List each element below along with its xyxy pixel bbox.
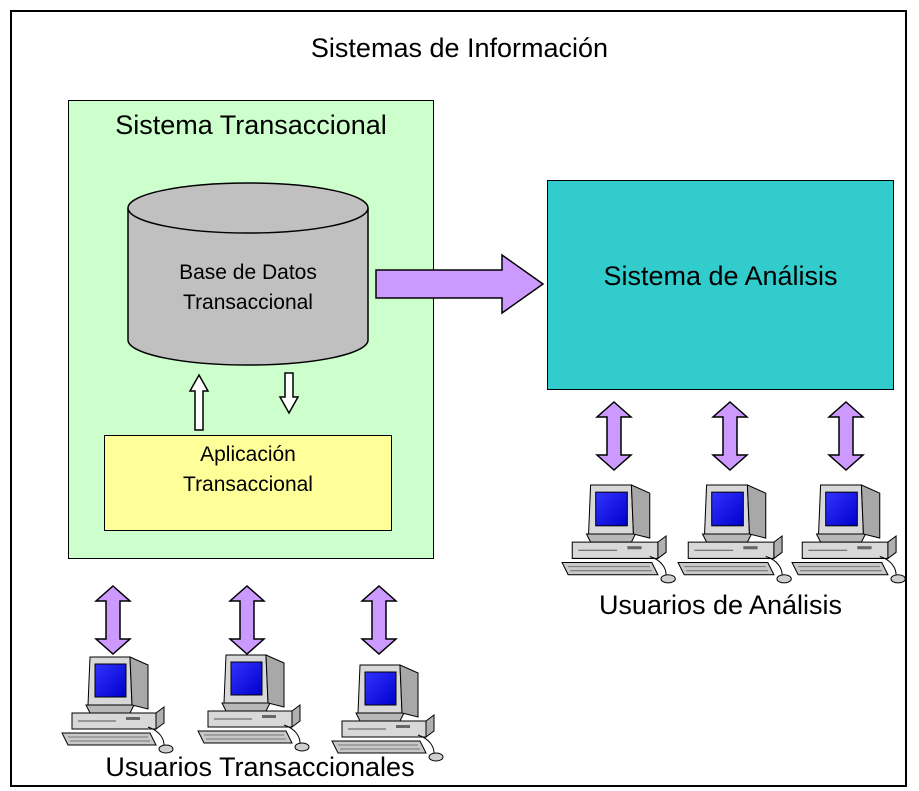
double-arrow-icon xyxy=(361,585,397,655)
database-label: Base de Datos Transaccional xyxy=(128,258,368,318)
database-label-line1: Base de Datos xyxy=(179,261,317,284)
analysis-users-label: Usuarios de Análisis xyxy=(598,590,843,620)
double-arrow-icon xyxy=(596,401,632,471)
application-label-line2: Transaccional xyxy=(183,473,313,496)
computer-icon xyxy=(197,654,310,752)
analysis-system-box xyxy=(547,180,894,390)
double-arrow-icon xyxy=(712,401,748,471)
up-arrow-icon xyxy=(188,373,210,431)
analysis-system-label: Sistema de Análisis xyxy=(603,261,838,291)
application-box xyxy=(104,435,392,531)
database-label-line2: Transaccional xyxy=(183,291,313,314)
computer-icon xyxy=(791,484,906,584)
computer-icon xyxy=(61,656,174,754)
down-arrow-icon xyxy=(278,372,300,415)
flow-arrow-icon xyxy=(375,253,545,315)
double-arrow-icon xyxy=(229,585,265,655)
computer-icon xyxy=(561,484,676,584)
double-arrow-icon xyxy=(95,585,131,655)
computer-icon xyxy=(331,664,444,762)
diagram-title: Sistemas de Información xyxy=(310,33,609,63)
application-label: Aplicación Transaccional xyxy=(104,440,392,500)
database-cylinder xyxy=(127,182,369,366)
computer-icon xyxy=(677,484,792,584)
double-arrow-icon xyxy=(828,401,864,471)
application-label-line1: Aplicación xyxy=(200,443,296,466)
transactional-users-label: Usuarios Transaccionales xyxy=(105,752,415,782)
transactional-system-label: Sistema Transaccional xyxy=(115,110,387,140)
